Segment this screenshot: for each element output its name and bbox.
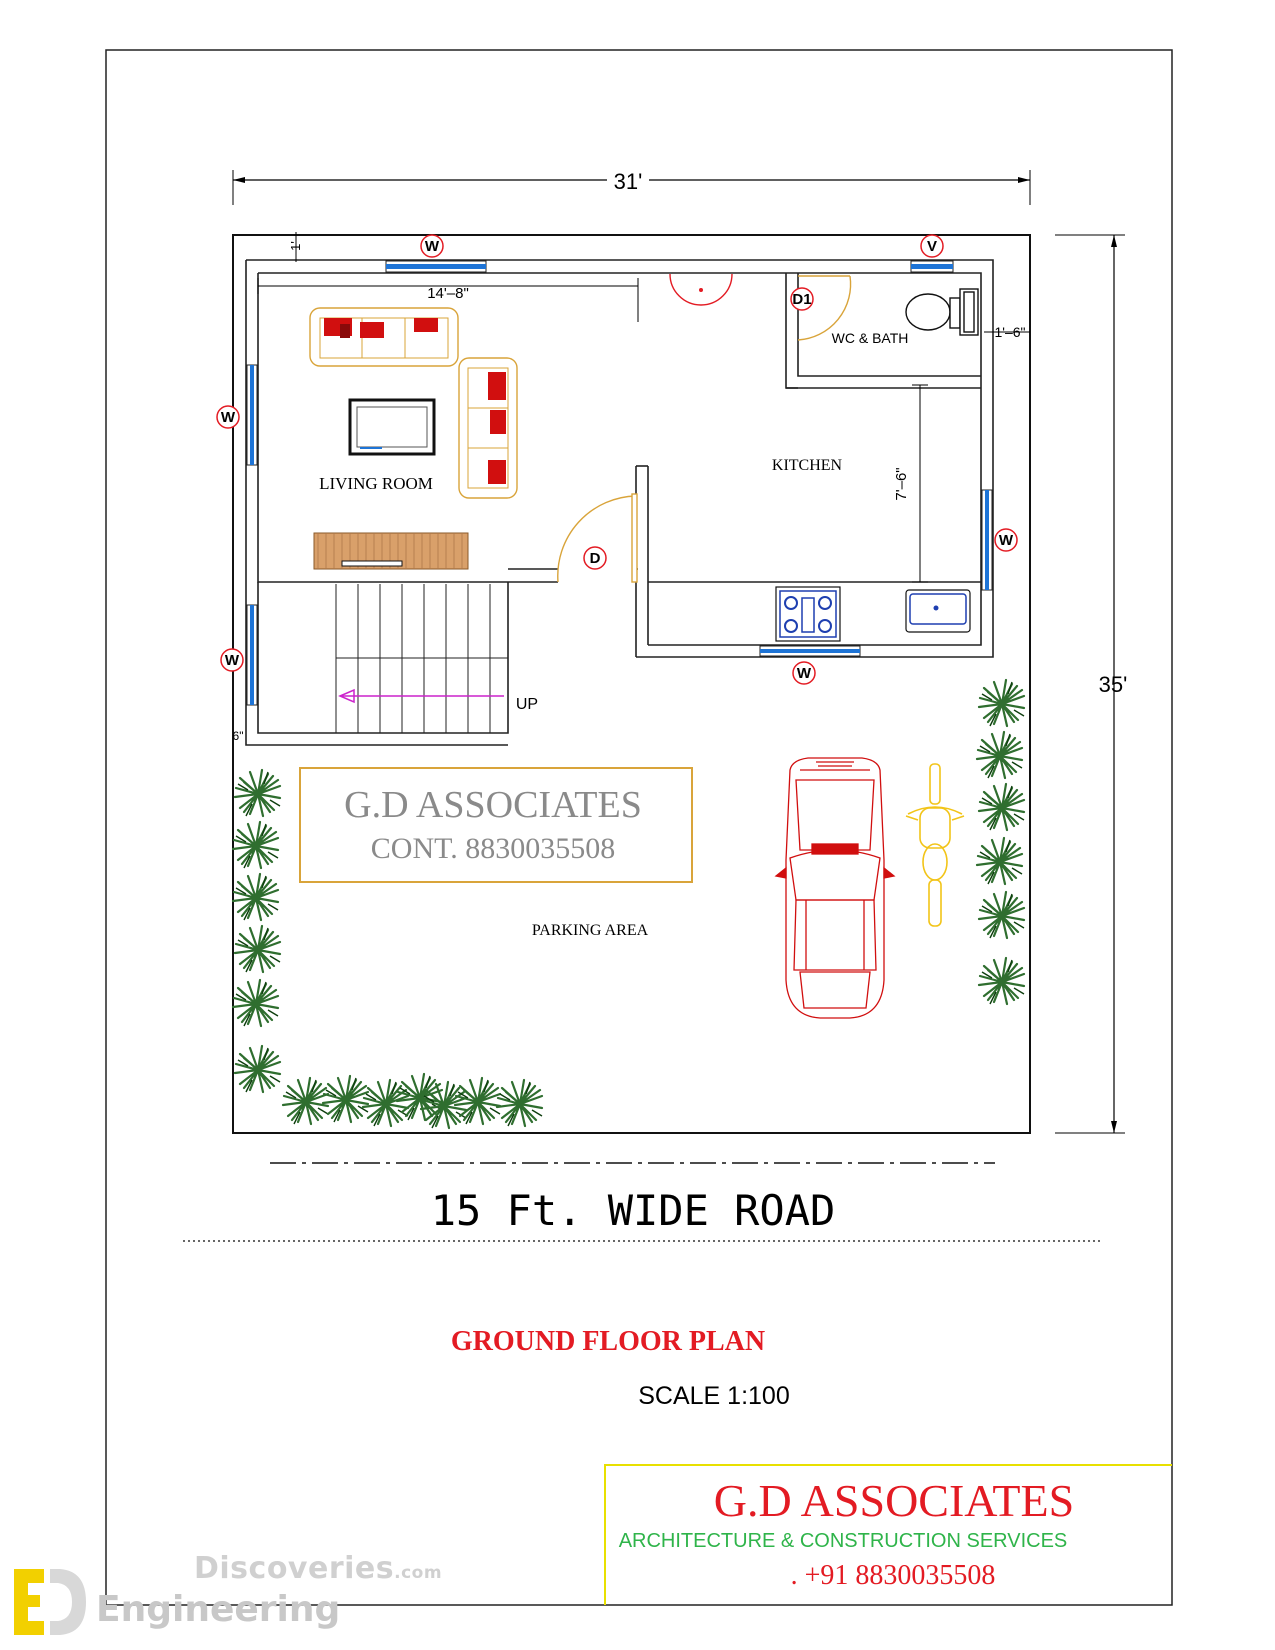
room-label-bath: WC & BATH [832, 330, 909, 346]
tag-door-bath: D1 [792, 291, 811, 308]
stair-offset-label: 6" [233, 729, 244, 743]
wc-fixture [905, 288, 979, 336]
plot-boundary [232, 234, 1031, 1134]
stair-arrow [338, 688, 504, 704]
stairs-up-label: UP [516, 696, 538, 713]
console-table [313, 532, 469, 570]
motorbike [905, 763, 965, 927]
tag-window-right: W [999, 532, 1014, 549]
sofa-side [458, 357, 518, 499]
doors [557, 275, 852, 583]
tag-window-left-2: W [225, 652, 240, 669]
scale-label: SCALE 1:100 [638, 1382, 790, 1410]
sheet-border [105, 49, 1173, 1606]
depth-total-label: 35' [1099, 672, 1128, 697]
title-block-phone: . +91 8830035508 [791, 1560, 996, 1591]
plan-title: GROUND FLOOR PLAN [451, 1326, 765, 1357]
staircase [335, 584, 508, 733]
tv-unit [348, 398, 436, 456]
internal-dimensions [257, 232, 1030, 583]
tag-window-left-1: W [221, 409, 236, 426]
watermark-line1: Discoveries.com [194, 1551, 443, 1586]
title-block-tagline: ARCHITECTURE & CONSTRUCTION SERVICES [619, 1530, 1068, 1552]
stamp-contact: CONT. 8830035508 [371, 832, 615, 865]
bath-width-label: 1'–6" [994, 324, 1025, 340]
fan-symbol [669, 273, 733, 306]
kitchen-depth-label: 7'–6" [893, 467, 910, 500]
tag-ventilator: V [927, 238, 937, 255]
sink [905, 589, 971, 633]
ed-logo-icon [14, 1569, 86, 1635]
wall-thickness-label: 1' [288, 241, 303, 251]
sofa-top [309, 307, 459, 367]
tag-door: D [590, 550, 601, 567]
landscape-plants [231, 678, 1026, 1130]
windows [246, 260, 993, 706]
opening-tags: W V W W W W D D1 [216, 234, 1018, 685]
stamp-box [299, 767, 693, 883]
watermark-line2: Engineering [96, 1589, 341, 1630]
stove [775, 586, 841, 642]
room-label-kitchen: KITCHEN [772, 457, 843, 474]
car [774, 757, 896, 1019]
width-total-label: 31' [614, 169, 643, 194]
road-label: 15 Ft. WIDE ROAD [431, 1186, 836, 1235]
living-width-label: 14'–8" [427, 285, 469, 302]
tag-window-bottom: W [797, 665, 812, 682]
depth-dimension: 35' [1055, 234, 1128, 1134]
title-block-border [604, 1464, 1172, 1605]
engineering-discoveries-watermark: Discoveries.com Engineering [10, 1545, 442, 1635]
tag-window-top: W [425, 238, 440, 255]
width-dimension: 31' [232, 166, 1031, 205]
stamp-name: G.D ASSOCIATES [344, 784, 642, 826]
room-label-living: LIVING ROOM [319, 474, 433, 493]
room-label-parking: PARKING AREA [532, 922, 649, 939]
title-block-name: G.D ASSOCIATES [714, 1475, 1074, 1526]
